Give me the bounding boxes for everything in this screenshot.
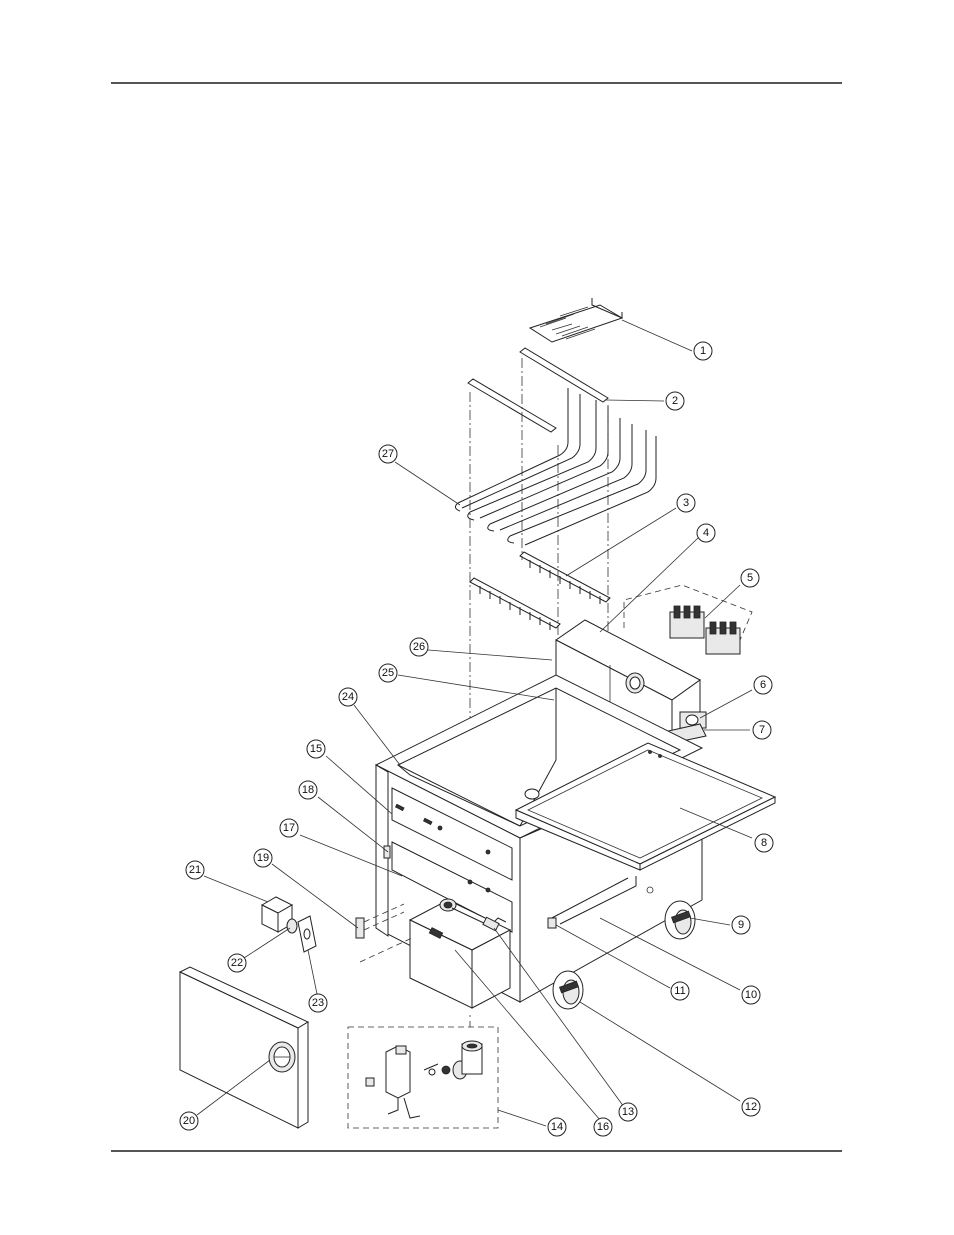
- callout-20: 20: [180, 1112, 198, 1130]
- callout-24: 24: [339, 688, 357, 706]
- svg-text:17: 17: [283, 822, 295, 834]
- part-27-heating-elements: [455, 379, 656, 545]
- callout-8: 8: [755, 834, 773, 852]
- callout-11: 11: [671, 982, 689, 1000]
- svg-text:3: 3: [683, 497, 689, 509]
- callout-15: 15: [307, 740, 325, 758]
- callout-27: 27: [379, 445, 397, 463]
- callout-19: 19: [254, 849, 272, 867]
- callout-17: 17: [280, 819, 298, 837]
- callout-23: 23: [309, 994, 327, 1012]
- svg-text:13: 13: [622, 1106, 634, 1118]
- part-14-valve-detail: [348, 1015, 498, 1128]
- svg-text:16: 16: [597, 1121, 609, 1133]
- svg-text:20: 20: [183, 1115, 195, 1127]
- callout-14: 14: [548, 1118, 566, 1136]
- svg-text:9: 9: [738, 919, 744, 931]
- svg-text:25: 25: [382, 667, 394, 679]
- callout-9: 9: [732, 916, 750, 934]
- callout-1: 1: [694, 342, 712, 360]
- svg-text:14: 14: [551, 1121, 563, 1133]
- svg-text:4: 4: [703, 527, 709, 539]
- svg-text:2: 2: [672, 395, 678, 407]
- svg-text:24: 24: [342, 691, 354, 703]
- callout-18: 18: [299, 781, 317, 799]
- callout-26: 26: [410, 638, 428, 656]
- callout-21: 21: [186, 861, 204, 879]
- svg-text:22: 22: [231, 957, 243, 969]
- callout-22: 22: [228, 954, 246, 972]
- part-1-cover-plate: [530, 298, 622, 342]
- svg-text:11: 11: [674, 985, 685, 997]
- svg-text:21: 21: [189, 864, 201, 876]
- callout-25: 25: [379, 664, 397, 682]
- svg-text:6: 6: [760, 679, 766, 691]
- callout-3: 3: [677, 494, 695, 512]
- callout-6: 6: [754, 676, 772, 694]
- callout-12: 12: [742, 1098, 760, 1116]
- callout-16: 16: [594, 1118, 612, 1136]
- svg-text:7: 7: [759, 724, 765, 736]
- svg-text:15: 15: [310, 743, 322, 755]
- callout-7: 7: [753, 721, 771, 739]
- callout-2: 2: [666, 392, 684, 410]
- svg-text:8: 8: [761, 837, 767, 849]
- svg-text:23: 23: [312, 997, 324, 1009]
- svg-text:1: 1: [700, 345, 706, 357]
- callout-10: 10: [742, 986, 760, 1004]
- svg-text:18: 18: [302, 784, 314, 796]
- callout-5: 5: [741, 569, 759, 587]
- svg-text:19: 19: [257, 852, 269, 864]
- svg-text:5: 5: [747, 572, 753, 584]
- svg-text:12: 12: [745, 1101, 757, 1113]
- part-20-door: [180, 967, 308, 1128]
- callout-13: 13: [619, 1103, 637, 1121]
- part-21-22-23-switch-assembly: [262, 897, 316, 952]
- part-3-element-rack-upper: [520, 552, 610, 604]
- part-5-contactors: [624, 585, 752, 654]
- callout-4: 4: [697, 524, 715, 542]
- svg-text:27: 27: [382, 448, 394, 460]
- svg-text:26: 26: [413, 641, 425, 653]
- svg-text:10: 10: [745, 989, 757, 1001]
- part-2-bar: [520, 348, 608, 402]
- part-3-element-rack-lower: [470, 578, 560, 630]
